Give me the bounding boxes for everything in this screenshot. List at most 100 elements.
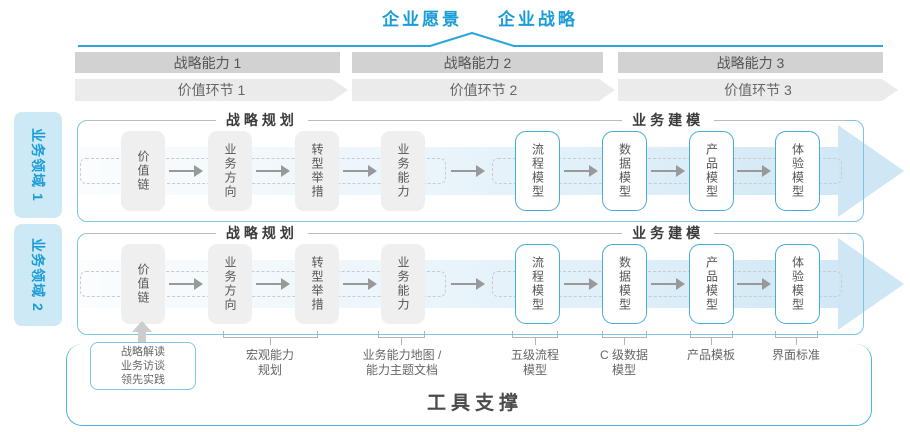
box-product-model: 产品模型 [689, 131, 734, 211]
divider-line [714, 232, 845, 234]
label-line: 界面标准 [771, 348, 820, 362]
flow-arrow-icon [451, 165, 485, 177]
deliverable-label-macro-capability: 宏观能力 规划 [200, 348, 340, 378]
flow-arrow-icon [256, 278, 290, 290]
bracket-stem [535, 338, 537, 345]
value-link-chevron-3: 价值环节 3 [618, 79, 898, 101]
capability-bar-2: 战略能力 2 [352, 52, 603, 73]
up-arrow-icon [132, 321, 152, 332]
callout-line: 业务访谈 [121, 360, 165, 372]
bracket-connector [223, 331, 318, 338]
up-arrow-stem [138, 331, 146, 343]
domain1-row-container [77, 120, 864, 222]
planning-dashed-group-row1 [80, 158, 446, 184]
planning-section-title: 战略规划 [215, 110, 308, 130]
box-label: 流程模型 [530, 143, 545, 199]
strategy-title: 企业战略 [497, 10, 578, 29]
box-experience-model: 体验模型 [775, 244, 820, 324]
diagram-header: 企业愿景 企业战略 [0, 5, 910, 30]
domain-label-1: 业务领域 1 [14, 112, 62, 218]
strategy-input-callout: 战略解读 业务访谈 领先实践 [90, 342, 196, 390]
flow-arrow-icon [737, 278, 771, 290]
flow-arrow-icon [343, 278, 377, 290]
bracket-connector [378, 331, 425, 338]
box-label: 转型举措 [310, 256, 324, 312]
domain-label-2: 业务领域 2 [14, 224, 62, 326]
capability-label: 战略能力 3 [716, 54, 785, 71]
label-line: 业务能力地图 / [362, 348, 442, 362]
value-link-label: 价值环节 3 [724, 82, 792, 98]
box-value-chain: 价值链 [121, 131, 165, 211]
flow-arrow-icon [451, 278, 485, 290]
box-label: 转型举措 [310, 143, 324, 199]
box-business-direction: 业务方向 [208, 244, 252, 324]
flow-arrow-icon [169, 165, 203, 177]
header-pointer-line [78, 32, 883, 47]
domain-label-text: 业务领域 2 [30, 238, 46, 312]
box-label: 流程模型 [530, 256, 545, 312]
flow-arrow-icon [169, 278, 203, 290]
flow-arrow-icon [737, 165, 771, 177]
modeling-section-title: 业务建模 [622, 223, 715, 243]
bracket-stem [796, 338, 798, 345]
label-line: 宏观能力 [245, 348, 294, 362]
bracket-stem [401, 338, 403, 345]
flow-arrow-icon [343, 165, 377, 177]
value-link-chevron-2: 价值环节 2 [352, 79, 615, 101]
value-link-label: 价值环节 1 [177, 82, 246, 98]
bracket-stem [711, 338, 713, 345]
value-link-chevron-1: 价值环节 1 [75, 79, 348, 101]
bracket-connector [775, 331, 818, 338]
box-label: 数据模型 [617, 256, 632, 312]
box-label: 业务能力 [396, 256, 410, 312]
box-label: 产品模型 [704, 256, 719, 312]
label-line: 产品模板 [686, 348, 735, 362]
value-link-label: 价值环节 2 [449, 82, 518, 98]
box-process-model: 流程模型 [515, 244, 560, 324]
planning-dashed-group-row2 [80, 271, 446, 297]
domain2-row-container [77, 233, 864, 335]
bracket-connector [690, 331, 733, 338]
box-label: 价值链 [136, 150, 150, 192]
modeling-section-title: 业务建模 [622, 110, 715, 130]
divider-line [307, 232, 623, 234]
flow-arrow-icon [651, 165, 685, 177]
box-label: 业务方向 [223, 143, 237, 199]
box-transformation-initiative: 转型举措 [295, 244, 339, 324]
box-process-model: 流程模型 [515, 131, 560, 211]
box-business-capability: 业务能力 [381, 131, 425, 211]
bracket-connector [602, 331, 647, 338]
label-line: C 级数据 [599, 348, 648, 362]
deliverable-label-c-level-data-model: C 级数据 模型 [554, 348, 694, 378]
capability-label: 战略能力 2 [443, 54, 512, 71]
deliverable-label-capability-map: 业务能力地图 / 能力主题文档 [332, 348, 472, 378]
label-line: 模型 [611, 363, 636, 377]
box-business-direction: 业务方向 [208, 131, 252, 211]
box-product-model: 产品模型 [689, 244, 734, 324]
flow-arrow-icon [651, 278, 685, 290]
flow-band-arrowhead-row2 [838, 238, 904, 330]
vision-title: 企业愿景 [382, 10, 463, 29]
flow-arrow-icon [564, 165, 598, 177]
row1-section-titles: 战略规划 业务建模 [85, 110, 845, 130]
domain-label-text: 业务领域 1 [30, 128, 46, 202]
divider-line [714, 119, 845, 121]
deliverable-label-product-template: 产品模板 [641, 348, 781, 363]
label-line: 五级流程 [510, 348, 559, 362]
capability-bar-3: 战略能力 3 [618, 52, 883, 73]
flow-arrow-icon [256, 165, 290, 177]
capability-bar-1: 战略能力 1 [75, 52, 340, 73]
callout-line: 战略解读 [121, 346, 165, 358]
planning-section-title: 战略规划 [215, 223, 308, 243]
tool-support-container [66, 344, 872, 426]
box-transformation-initiative: 转型举措 [295, 131, 339, 211]
tool-support-title: 工具支撑 [426, 393, 523, 414]
box-business-capability: 业务能力 [381, 244, 425, 324]
box-data-model: 数据模型 [602, 131, 647, 211]
box-label: 数据模型 [617, 143, 632, 199]
box-label: 产品模型 [704, 143, 719, 199]
label-line: 能力主题文档 [365, 363, 438, 377]
flow-band-arrowhead-row1 [838, 125, 904, 217]
deliverable-label-ui-standard: 界面标准 [726, 348, 866, 363]
bracket-connector [512, 331, 558, 338]
